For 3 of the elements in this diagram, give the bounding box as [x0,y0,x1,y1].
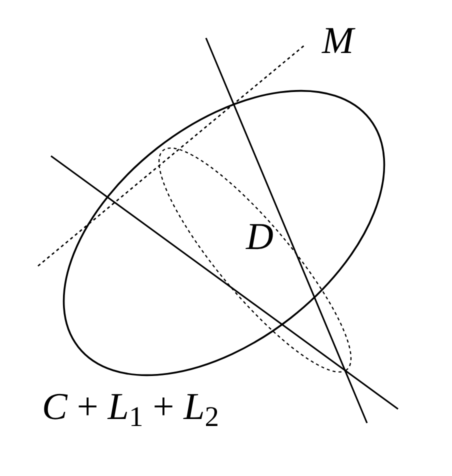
curve-label: M [322,22,354,60]
curve-label: D [246,218,274,256]
curve-label: C + L$_{1}$ + L$_{2}$ [42,388,220,426]
